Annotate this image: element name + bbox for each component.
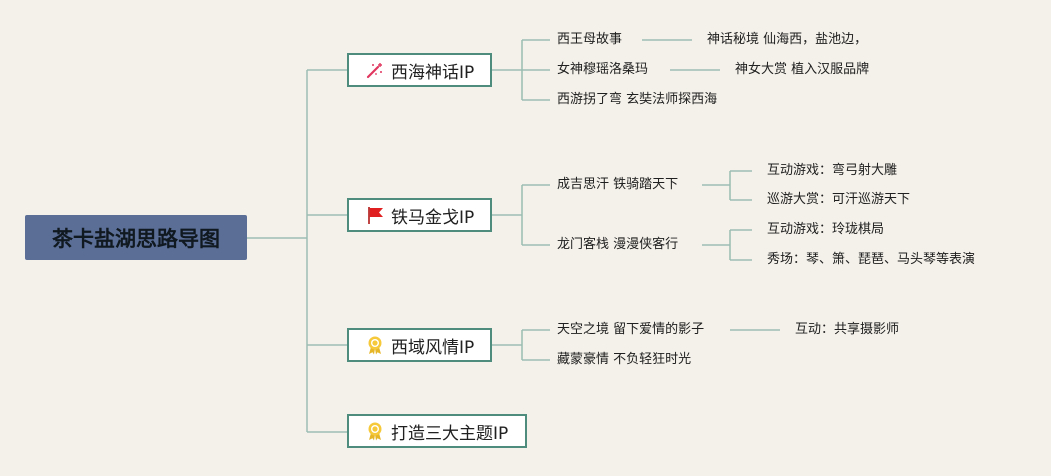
node-shared-photographer[interactable]: 互动：共享摄影师: [795, 322, 900, 337]
node-myth-realm[interactable]: 神话秘境 仙海西，盐池边，: [707, 32, 868, 47]
node-archery-game[interactable]: 互动游戏：弯弓射大雕: [767, 163, 898, 178]
branch-label: 西域风情IP: [391, 337, 475, 358]
branch-label: 铁马金戈IP: [391, 207, 475, 228]
node-chess-game[interactable]: 互动游戏：玲珑棋局: [767, 222, 885, 237]
award-medal-icon: [365, 335, 385, 355]
red-flag-icon: [365, 205, 385, 225]
node-goddess[interactable]: 女神穆瑶洛桑玛: [557, 62, 649, 77]
award-medal-icon: [365, 421, 385, 441]
branch-label: 打造三大主题IP: [391, 423, 509, 444]
node-tibetan-mongol[interactable]: 藏蒙豪情 不负轻狂时光: [557, 352, 692, 367]
node-genghis-khan[interactable]: 成吉思汗 铁骑踏天下: [557, 177, 679, 192]
root-title: 茶卡盐湖思路导图: [52, 226, 220, 251]
branch-label: 西海神话IP: [391, 62, 475, 83]
branch-xihai-myth[interactable]: 西海神话IP: [347, 53, 492, 87]
node-dragon-inn[interactable]: 龙门客栈 漫漫侠客行: [557, 237, 679, 252]
node-journey-west[interactable]: 西游拐了弯 玄奘法师探西海: [557, 92, 718, 107]
branch-three-ip[interactable]: 打造三大主题IP: [347, 414, 527, 448]
node-sky-mirror[interactable]: 天空之境 留下爱情的影子: [557, 322, 705, 337]
node-xiwangmu-story[interactable]: 西王母故事: [557, 32, 623, 47]
branch-western-style[interactable]: 西域风情IP: [347, 328, 492, 362]
node-goddess-award[interactable]: 神女大赏 植入汉服品牌: [735, 62, 870, 77]
magic-wand-icon: [365, 60, 385, 80]
node-show-performance[interactable]: 秀场：琴、箫、琵琶、马头琴等表演: [767, 252, 976, 267]
root-node[interactable]: 茶卡盐湖思路导图: [25, 215, 247, 260]
branch-iron-horse[interactable]: 铁马金戈IP: [347, 198, 492, 232]
node-khan-parade[interactable]: 巡游大赏：可汗巡游天下: [767, 192, 911, 207]
